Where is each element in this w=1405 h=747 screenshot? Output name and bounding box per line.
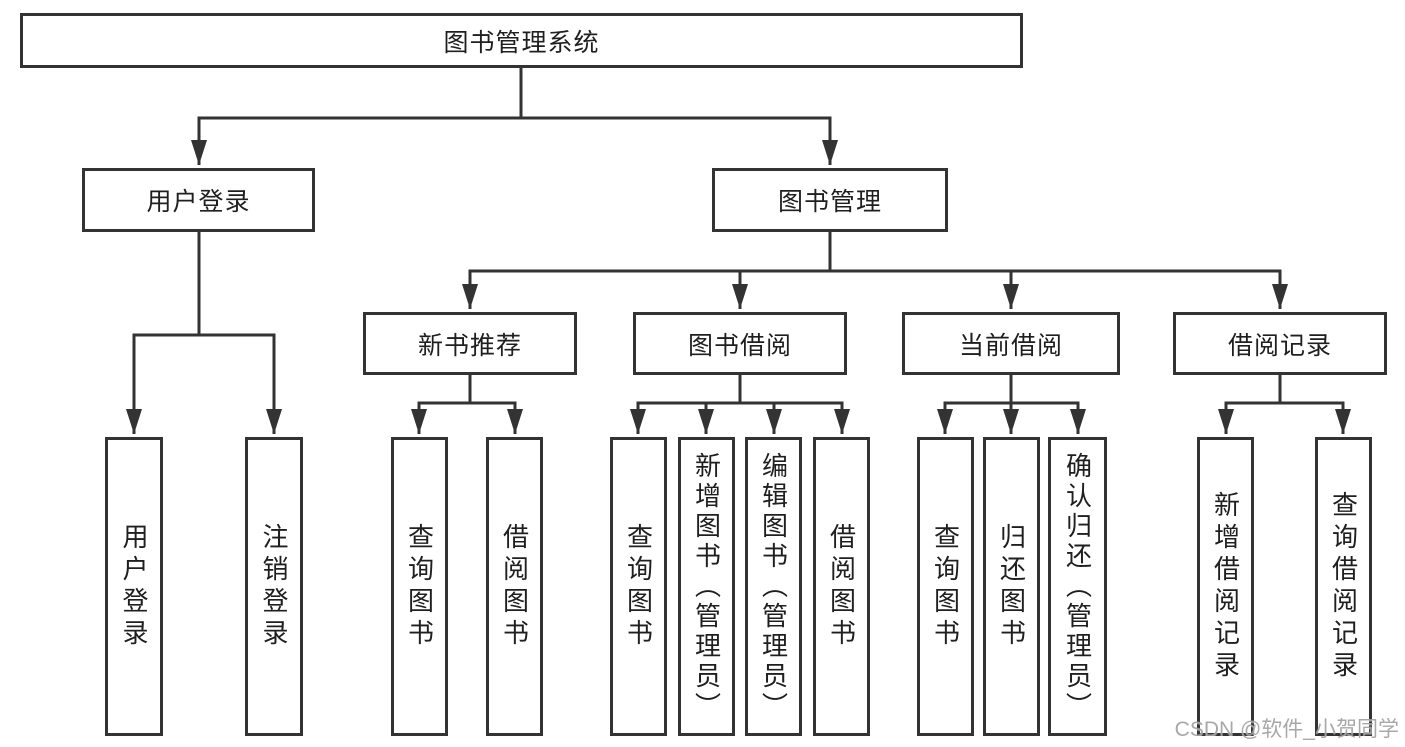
node-new-book-recommend: 新书推荐 [363, 312, 577, 375]
node-book-management: 图书管理 [712, 168, 948, 232]
node-leaf-logout: 注销登录 [245, 437, 303, 736]
node-rec-query-books: 查询图书 [391, 437, 448, 736]
node-rec-borrow-books: 借阅图书 [486, 437, 543, 736]
node-current-borrow: 当前借阅 [902, 312, 1120, 375]
node-borrow-records: 借阅记录 [1173, 312, 1387, 375]
node-user-login: 用户登录 [82, 168, 315, 232]
node-cb-query-books: 查询图书 [917, 437, 974, 736]
node-book-borrow: 图书借阅 [633, 312, 847, 375]
node-bb-edit-books: 编辑图书（管理员） [745, 437, 802, 736]
node-cb-confirm-return: 确认归还（管理员） [1048, 437, 1107, 736]
node-library-system: 图书管理系统 [20, 13, 1023, 68]
node-br-query-record: 查询借阅记录 [1315, 437, 1372, 736]
node-bb-borrow-books: 借阅图书 [813, 437, 870, 736]
node-cb-return-books: 归还图书 [983, 437, 1040, 736]
node-br-add-record: 新增借阅记录 [1197, 437, 1254, 736]
node-bb-query-books: 查询图书 [610, 437, 667, 736]
csdn-watermark: CSDN @软件_小贺同学 [1174, 718, 1399, 741]
node-bb-add-books: 新增图书（管理员） [678, 437, 735, 736]
node-leaf-user-login: 用户登录 [105, 437, 163, 736]
